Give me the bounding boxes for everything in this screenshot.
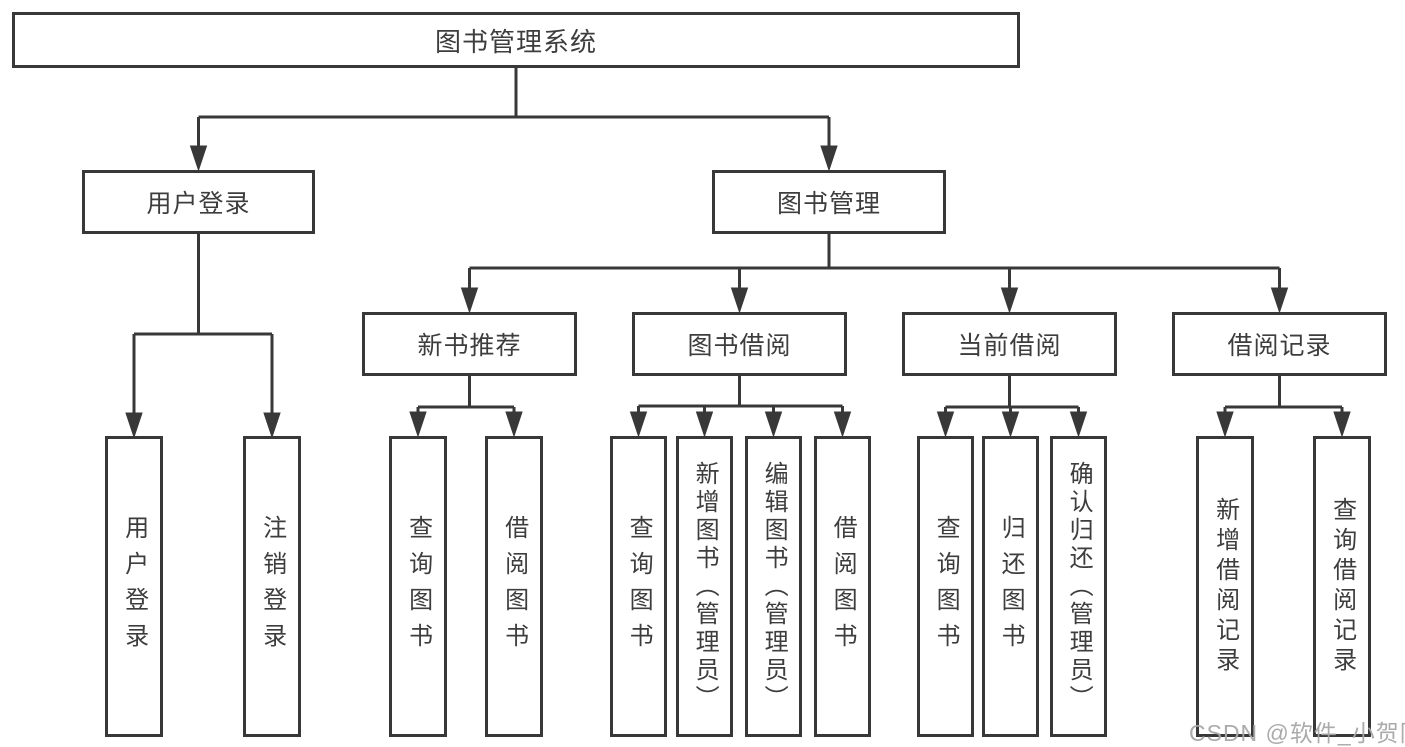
leaf-records-query: 查询借阅记录 (1313, 436, 1371, 737)
leaf-user-login-label: 用户登录 (120, 514, 148, 659)
arrowhead-down-icon (189, 145, 208, 172)
leaf-current-query-label: 查询图书 (932, 514, 960, 659)
leaf-current-confirm: 确认归还（管理员） (1050, 436, 1107, 737)
leaf-borrow-lend: 借阅图书 (814, 436, 871, 737)
leaf-user-login: 用户登录 (105, 436, 163, 737)
connector-path (132, 234, 274, 419)
node-current-borrow-label: 当前借阅 (957, 332, 1062, 360)
connector-path (416, 376, 516, 418)
node-current-borrow: 当前借阅 (902, 312, 1117, 376)
arrowhead-down-icon (730, 287, 749, 314)
leaf-logout: 注销登录 (243, 436, 301, 737)
arrowhead-down-icon (695, 411, 714, 438)
arrowhead-down-icon (820, 145, 838, 172)
node-book-management: 图书管理 (712, 170, 946, 234)
arrowhead-down-icon (1069, 411, 1088, 438)
arrowhead-down-icon (1001, 411, 1020, 438)
arrowhead-down-icon (764, 411, 783, 438)
leaf-records-add: 新增借阅记录 (1196, 436, 1254, 737)
leaf-borrow-add: 新增图书（管理员） (676, 436, 733, 737)
node-borrow-records: 借阅记录 (1172, 312, 1387, 376)
node-root: 图书管理系统 (12, 12, 1020, 68)
leaf-borrow-edit: 编辑图书（管理员） (745, 436, 802, 737)
leaf-records-query-label: 查询借阅记录 (1328, 496, 1356, 677)
leaf-newbook-query: 查询图书 (389, 436, 447, 737)
leaf-borrow-add-label: 新增图书（管理员） (691, 460, 719, 713)
connector-path (637, 376, 844, 418)
node-root-label: 图书管理系统 (434, 26, 597, 57)
arrowhead-down-icon (833, 411, 852, 438)
leaf-current-query: 查询图书 (917, 436, 974, 737)
leaf-records-add-label: 新增借阅记录 (1211, 496, 1239, 677)
arrowhead-down-icon (1333, 411, 1351, 438)
connector-path (468, 234, 1281, 294)
leaf-newbook-borrow-label: 借阅图书 (500, 514, 528, 659)
arrowhead-down-icon (936, 411, 955, 438)
leaf-current-return: 归还图书 (982, 436, 1039, 737)
node-book-management-label: 图书管理 (776, 190, 881, 218)
leaf-newbook-borrow: 借阅图书 (485, 436, 543, 737)
node-borrow-records-label: 借阅记录 (1227, 332, 1332, 360)
arrowhead-down-icon (1000, 287, 1019, 314)
leaf-borrow-edit-label: 编辑图书（管理员） (760, 460, 788, 713)
leaf-borrow-lend-label: 借阅图书 (829, 514, 857, 659)
leaf-logout-label: 注销登录 (258, 514, 286, 659)
arrowhead-down-icon (629, 411, 648, 438)
csdn-watermark: CSDN @软件_小贺同学 (1189, 720, 1405, 746)
arrowhead-down-icon (409, 411, 427, 438)
arrowhead-down-icon (460, 287, 479, 314)
arrowhead-down-icon (505, 411, 523, 438)
arrowhead-down-icon (263, 412, 281, 439)
connector-path (1223, 376, 1344, 418)
arrowhead-down-icon (125, 412, 143, 439)
leaf-current-confirm-label: 确认归还（管理员） (1065, 460, 1093, 713)
leaf-newbook-query-label: 查询图书 (404, 514, 432, 659)
leaf-current-return-label: 归还图书 (997, 514, 1025, 659)
node-user-login-label: 用户登录 (146, 190, 251, 218)
node-user-login: 用户登录 (82, 170, 315, 234)
node-new-book-recommend: 新书推荐 (362, 312, 577, 376)
arrowhead-down-icon (1270, 287, 1289, 314)
leaf-borrow-query: 查询图书 (610, 436, 667, 737)
leaf-borrow-query-label: 查询图书 (625, 514, 653, 659)
node-new-book-recommend-label: 新书推荐 (417, 332, 522, 360)
node-book-borrow: 图书借阅 (632, 312, 847, 376)
connector-path (197, 68, 831, 152)
arrowhead-down-icon (1216, 411, 1234, 438)
node-book-borrow-label: 图书借阅 (687, 332, 792, 360)
